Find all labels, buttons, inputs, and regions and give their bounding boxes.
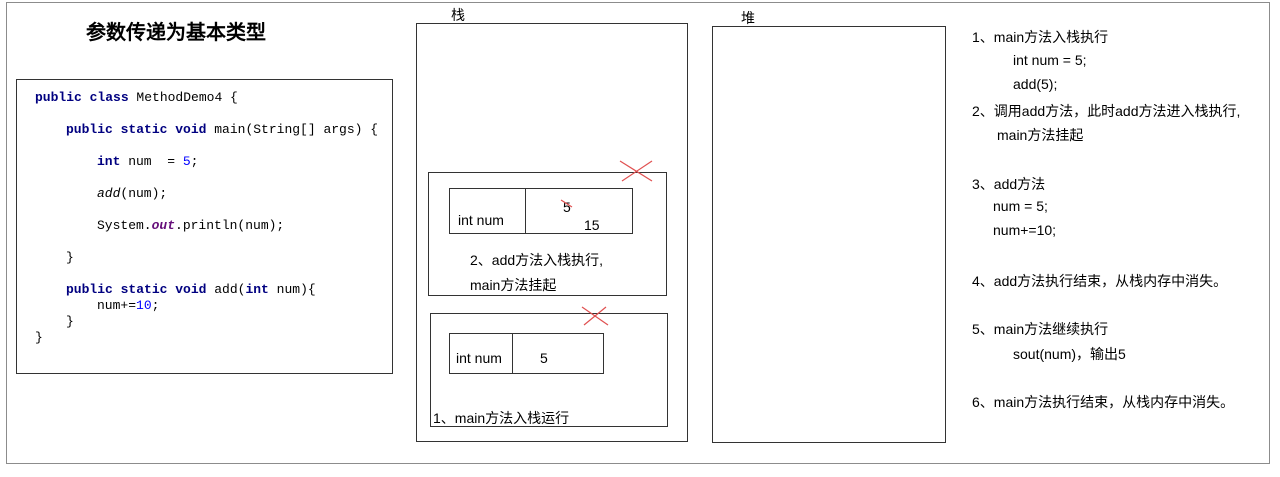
stack-label: 栈 — [451, 7, 465, 23]
code-line-add-decl: public static void add(int num){ — [66, 282, 316, 298]
step-3-detail: num = 5; — [993, 198, 1048, 214]
main-stack-frame — [430, 313, 668, 427]
step-2: 2、调用add方法，此时add方法进入栈执行, — [972, 103, 1241, 119]
stack-memory — [416, 23, 688, 442]
cell-divider — [512, 333, 513, 374]
code-keyword: int — [97, 154, 121, 169]
step-3-detail: num+=10; — [993, 222, 1057, 238]
main-frame-removed-cross — [581, 306, 609, 326]
code-text: .println(num); — [175, 218, 285, 233]
heap-label: 堆 — [741, 10, 755, 26]
add-variable-new-value: 15 — [584, 217, 600, 233]
add-frame-caption-2: main方法挂起 — [470, 277, 557, 293]
step-3: 3、add方法 — [972, 176, 1046, 192]
code-text: main(String[] args) { — [206, 122, 379, 137]
code-text: ; — [151, 298, 160, 313]
code-box — [16, 79, 393, 374]
strike-mark — [560, 199, 573, 208]
code-line-add-call: add(num); — [97, 186, 167, 202]
add-variable-cell — [449, 188, 633, 234]
code-line-class: public class MethodDemo4 { — [35, 90, 238, 106]
code-number: 10 — [136, 298, 152, 313]
code-text: num = — [120, 154, 183, 169]
code-keyword: public class — [35, 90, 129, 105]
cell-divider — [525, 188, 526, 234]
step-6: 6、main方法执行结束，从栈内存中消失。 — [972, 394, 1235, 410]
add-frame-caption-1: 2、add方法入栈执行, — [470, 252, 604, 268]
code-static-field: out — [151, 218, 176, 233]
step-4: 4、add方法执行结束，从栈内存中消失。 — [972, 273, 1228, 289]
main-variable-value: 5 — [540, 350, 548, 366]
code-keyword: int — [245, 282, 269, 297]
main-frame-caption: 1、main方法入栈运行 — [433, 410, 570, 426]
code-number: 5 — [182, 154, 191, 169]
main-variable-cell — [449, 333, 604, 374]
code-text: num+= — [97, 298, 137, 313]
code-line-increment: num+=10; — [97, 298, 159, 314]
code-text: (num); — [120, 186, 168, 201]
code-text: ; — [190, 154, 199, 169]
main-variable-name: int num — [456, 350, 502, 366]
code-method-call: add — [97, 186, 121, 201]
step-5-detail: sout(num)，输出5 — [1013, 346, 1126, 362]
code-text: add( — [206, 282, 246, 297]
code-text: num){ — [268, 282, 316, 297]
add-frame-removed-cross — [619, 160, 653, 182]
code-line-println: System.out.println(num); — [97, 218, 284, 234]
code-line-close-main: } — [66, 250, 74, 265]
heap-memory — [712, 26, 946, 443]
code-text: System. — [97, 218, 152, 233]
code-line-declare: int num = 5; — [97, 154, 198, 170]
code-keyword: public static void — [66, 122, 207, 137]
code-text: MethodDemo4 { — [128, 90, 238, 105]
step-5: 5、main方法继续执行 — [972, 321, 1109, 337]
code-line-main: public static void main(String[] args) { — [66, 122, 378, 138]
diagram-frame — [6, 2, 1270, 464]
code-keyword: public static void — [66, 282, 207, 297]
add-stack-frame — [428, 172, 667, 296]
step-1-detail: int num = 5; — [1013, 52, 1087, 68]
diagram-title: 参数传递为基本类型 — [86, 22, 266, 44]
step-1-detail: add(5); — [1013, 76, 1058, 92]
step-2-detail: main方法挂起 — [997, 127, 1084, 143]
step-1: 1、main方法入栈执行 — [972, 29, 1109, 45]
code-line-close-add: } — [66, 314, 74, 329]
add-variable-name: int num — [458, 212, 504, 228]
add-variable-old-value: 5 — [563, 199, 571, 215]
code-line-close-class: } — [35, 330, 43, 345]
